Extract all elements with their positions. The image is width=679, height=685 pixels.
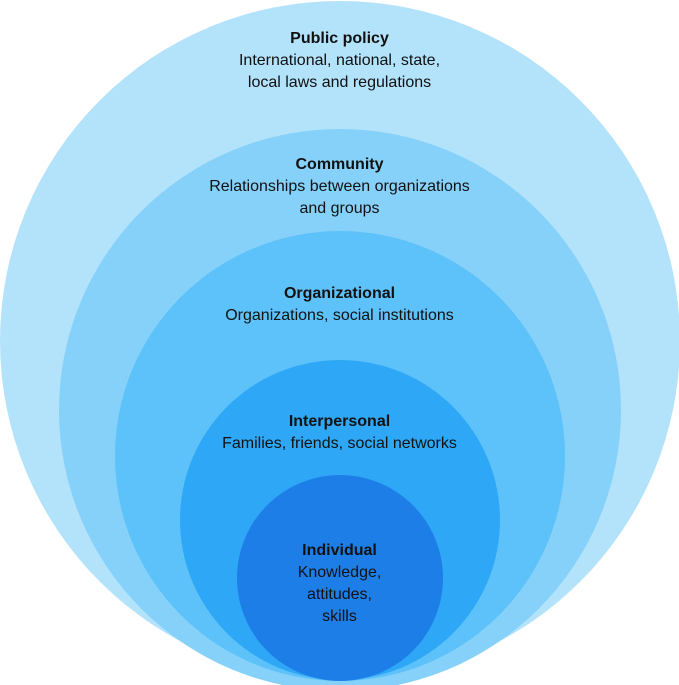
label-interpersonal: Interpersonal Families, friends, social … xyxy=(0,411,679,455)
label-community: Community Relationships between organiza… xyxy=(0,154,679,220)
community-title: Community xyxy=(295,156,384,173)
individual-description: Knowledge, attitudes, skills xyxy=(297,564,382,625)
interpersonal-title: Interpersonal xyxy=(288,413,391,430)
label-organizational: Organizational Organizations, social ins… xyxy=(0,283,679,327)
circle-individual xyxy=(237,475,443,681)
organizational-description: Organizations, social institutions xyxy=(225,307,454,324)
interpersonal-description: Families, friends, social networks xyxy=(222,435,457,452)
label-individual: Individual Knowledge, attitudes, skills xyxy=(0,540,679,628)
community-description: Relationships between organizations and … xyxy=(209,178,470,217)
individual-title: Individual xyxy=(302,542,377,559)
label-public-policy: Public policy International, national, s… xyxy=(0,28,679,94)
organizational-title: Organizational xyxy=(283,285,396,302)
public-policy-description: International, national, state, local la… xyxy=(238,52,441,91)
public-policy-title: Public policy xyxy=(290,30,389,47)
